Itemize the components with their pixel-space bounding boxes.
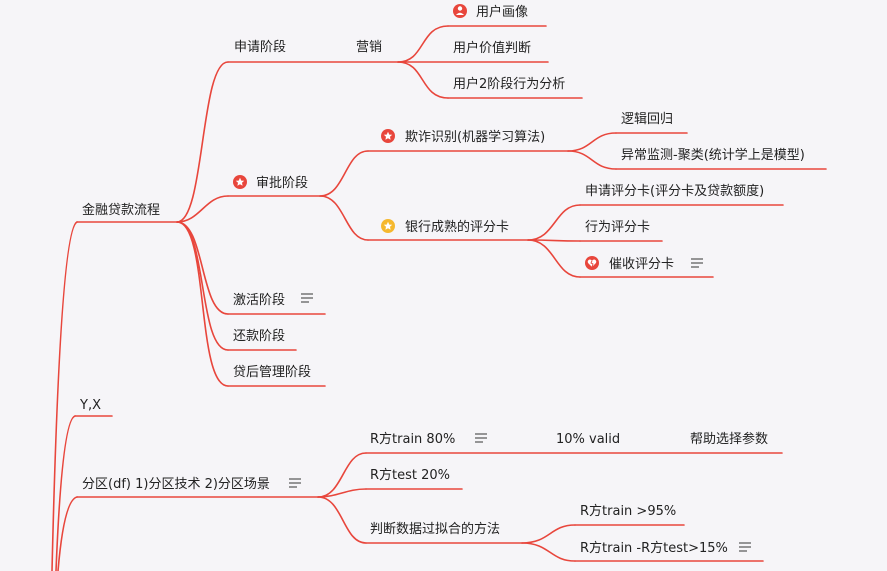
heart-broken-icon xyxy=(585,256,599,270)
branch-root-trunk xyxy=(51,221,78,571)
branch-to-shenqingka xyxy=(527,204,581,241)
branch-to-cuishouka xyxy=(527,239,581,278)
node-xingwei2[interactable]: 用户2阶段行为分析 xyxy=(453,76,565,92)
branch-root-to-yx xyxy=(55,415,76,571)
node-xingweika[interactable]: 行为评分卡 xyxy=(585,220,650,235)
node-bangzhu[interactable]: 帮助选择参数 xyxy=(690,431,768,447)
branch-to-yichang xyxy=(567,150,617,170)
branch-root-to-fenqu xyxy=(57,496,78,571)
node-valid[interactable]: 10% valid xyxy=(556,432,620,447)
user-icon xyxy=(453,4,467,18)
node-rtest[interactable]: R方test 20% xyxy=(370,467,450,483)
node-jiazhi[interactable]: 用户价值判断 xyxy=(453,40,531,56)
branch-to-luoji xyxy=(567,132,617,152)
node-yx[interactable]: Y,X xyxy=(79,398,101,413)
note-icon[interactable] xyxy=(289,478,301,488)
node-rtrain[interactable]: R方train 80% xyxy=(370,431,455,447)
branch-to-rtest xyxy=(317,488,367,498)
node-luoji[interactable]: 逻辑回归 xyxy=(621,112,673,127)
node-shenqingka[interactable]: 申请评分卡(评分卡及贷款额度) xyxy=(585,183,764,199)
note-icon[interactable] xyxy=(301,293,313,303)
node-huankuan[interactable]: 还款阶段 xyxy=(233,329,285,344)
node-fenqu[interactable]: 分区(df) 1)分区技术 2)分区场景 xyxy=(82,477,270,492)
note-icon[interactable] xyxy=(739,542,751,552)
node-nihe[interactable]: 判断数据过拟合的方法 xyxy=(370,521,500,537)
star-icon xyxy=(233,175,247,189)
star-icon xyxy=(381,219,395,233)
branch-to-nihe xyxy=(317,496,367,544)
node-shenqing[interactable]: 申请阶段 xyxy=(234,40,286,55)
node-labels: 金融贷款流程 申请阶段 营销 用户画像 用户价值判断 用户2阶段行为分析 审批阶… xyxy=(79,4,805,556)
node-jihuo[interactable]: 激活阶段 xyxy=(233,293,285,308)
branch-to-rtrain95 xyxy=(521,524,576,544)
note-icon[interactable] xyxy=(691,258,703,268)
branch-lines xyxy=(51,25,827,571)
node-shenpi[interactable]: 审批阶段 xyxy=(256,176,308,191)
branch-to-qizha xyxy=(319,150,369,197)
node-huaxiang[interactable]: 用户画像 xyxy=(476,4,528,20)
branch-to-rtrain xyxy=(317,452,367,498)
node-daihou[interactable]: 贷后管理阶段 xyxy=(233,365,311,380)
node-jinrong[interactable]: 金融贷款流程 xyxy=(82,202,160,218)
node-yichang[interactable]: 异常监测-聚类(统计学上是模型) xyxy=(621,147,805,163)
branch-to-rdiff xyxy=(521,542,576,562)
star-icon xyxy=(381,129,395,143)
branch-to-shenqing xyxy=(176,61,229,223)
node-rtrain95[interactable]: R方train >95% xyxy=(580,503,676,519)
node-qizha[interactable]: 欺诈识别(机器学习算法) xyxy=(405,129,545,145)
branch-to-shenpi xyxy=(176,195,229,223)
node-cuishouka[interactable]: 催收评分卡 xyxy=(609,257,674,272)
node-rdiff[interactable]: R方train -R方test>15% xyxy=(580,540,728,556)
branch-to-daihou xyxy=(176,221,229,387)
node-pingfenka[interactable]: 银行成熟的评分卡 xyxy=(405,219,509,235)
node-yingxiao[interactable]: 营销 xyxy=(356,40,382,55)
branch-to-pingfenka xyxy=(319,195,369,241)
branch-to-huankuan xyxy=(176,221,229,351)
branch-to-xingwei2 xyxy=(397,61,449,99)
note-icon[interactable] xyxy=(475,433,487,443)
branch-to-huaxiang xyxy=(397,25,449,63)
